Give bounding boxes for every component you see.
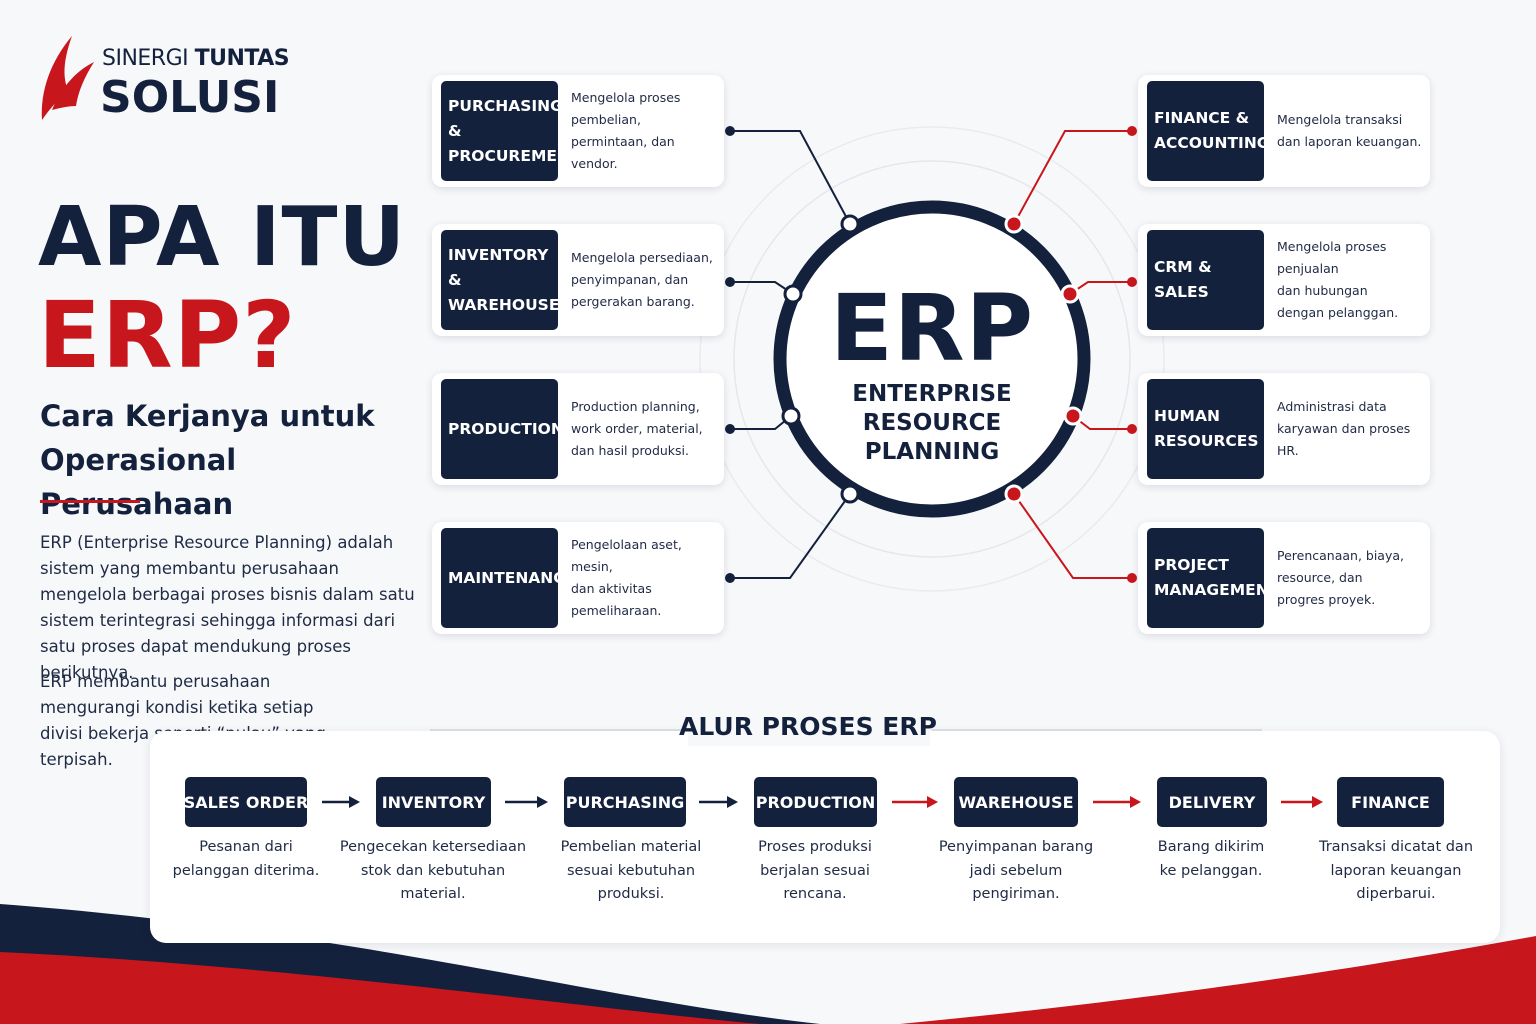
flow-title-background [688, 714, 930, 746]
connector-production-node [781, 406, 801, 426]
module-human-resources[interactable]: HUMAN RESOURCES Administrasi data karyaw… [1138, 373, 1430, 485]
flow-title-rule-left [430, 729, 686, 731]
module-name: FINANCE & ACCOUNTING [1154, 109, 1270, 152]
module-production[interactable]: PRODUCTION Production planning, work ord… [432, 373, 724, 485]
step-description: Pembelian material sesuai kebutuhan prod… [560, 839, 702, 902]
module-name: HUMAN RESOURCES [1154, 407, 1259, 450]
module-description: Mengelola proses penjualan dan hubungan … [1277, 239, 1399, 320]
module-project-management[interactable]: PROJECT MANAGEMENT Perencanaan, biaya, r… [1138, 522, 1430, 634]
module-name-tile: PRODUCTION [441, 379, 564, 479]
module-description: Mengelola proses pembelian, permintaan, … [571, 90, 681, 171]
connector-project-node [1004, 484, 1024, 504]
connector-project-start-dot [1127, 573, 1137, 583]
module-name: PROJECT MANAGEMENT [1154, 556, 1280, 599]
module-description: Mengelola persediaan, penyimpanan, dan p… [571, 250, 713, 309]
flow-arrow-head-icon [537, 796, 548, 808]
connector-maintenance-line [730, 493, 851, 579]
module-name-tile: PURCHASING & PROCUREMENT [441, 81, 581, 181]
connector-maintenance-node [840, 484, 860, 504]
connector-maintenance-start-dot [725, 573, 735, 583]
module-description: Administrasi data karyawan dan proses HR… [1277, 399, 1411, 458]
connector-crm-start-dot [1127, 277, 1137, 287]
module-name-tile: CRM & SALES [1147, 230, 1264, 330]
module-name: PRODUCTION [448, 419, 564, 438]
step-warehouse[interactable]: WAREHOUSE [954, 777, 1078, 827]
logo-text-bottom: SOLUSI [100, 72, 280, 123]
step-inventory[interactable]: INVENTORY [376, 777, 491, 827]
flow-title-rule-right [932, 729, 1262, 731]
module-name: CRM & SALES [1154, 258, 1212, 301]
module-name-tile: PROJECT MANAGEMENT [1147, 528, 1279, 628]
module-name: PURCHASING & PROCUREMENT [448, 96, 581, 165]
page-subtitle: Cara Kerjanya untuk Operasional Perusaha… [40, 399, 375, 521]
page-title-line1: APA ITU [38, 190, 407, 285]
step-purchasing[interactable]: PURCHASING [564, 777, 686, 827]
connector-purchasing-start-dot [725, 126, 735, 136]
step-finance[interactable]: FINANCE [1337, 777, 1444, 827]
process-flow-title: ALUR PROSES ERP [679, 712, 937, 741]
step-sales-order[interactable]: SALES ORDER [184, 777, 308, 827]
step-description: Barang dikirim ke pelanggan. [1157, 839, 1265, 879]
flow-arrow-head-icon [727, 796, 738, 808]
logo-text-top: SINERGI TUNTAS [102, 46, 290, 71]
step-description: Penyimpanan barang jadi sebelum pengirim… [938, 839, 1094, 902]
step-delivery[interactable]: DELIVERY [1157, 777, 1267, 827]
company-logo: SINERGI TUNTAS SOLUSI [38, 32, 298, 124]
connector-finance-node [1004, 214, 1024, 234]
module-description: Pengelolaan aset, mesin, dan aktivitas p… [571, 537, 682, 618]
hub-ring [773, 200, 1091, 518]
flow-arrow-head-icon [1130, 796, 1141, 808]
outer-decor-ring [699, 126, 1165, 592]
swoosh-logo-icon [41, 36, 94, 120]
module-name: MAINTENANCE [448, 568, 576, 587]
hub-subtitle: ENTERPRISE RESOURCE PLANNING [852, 381, 1012, 465]
module-inventory-warehouse[interactable]: INVENTORY & WAREHOUSE Mengelola persedia… [432, 224, 724, 336]
module-finance-accounting[interactable]: FINANCE & ACCOUNTING Mengelola transaksi… [1138, 75, 1430, 187]
connector-finance-line [1013, 130, 1132, 225]
module-name: INVENTORY & WAREHOUSE [448, 245, 560, 314]
connector-production-start-dot [725, 424, 735, 434]
intro-paragraph-1: ERP (Enterprise Resource Planning) adala… [40, 533, 415, 682]
middle-decor-ring [733, 160, 1131, 558]
flow-arrow-head-icon [1312, 796, 1323, 808]
module-crm-sales[interactable]: CRM & SALES Mengelola proses penjualan d… [1138, 224, 1430, 336]
module-name-tile: INVENTORY & WAREHOUSE [441, 230, 560, 330]
module-name-tile: FINANCE & ACCOUNTING [1147, 81, 1270, 181]
module-purchasing-procurement[interactable]: PURCHASING & PROCUREMENT Mengelola prose… [432, 75, 724, 187]
process-flow-panel [150, 731, 1500, 943]
step-description: Pesanan dari pelanggan diterima. [172, 839, 320, 879]
module-maintenance[interactable]: MAINTENANCE Pengelolaan aset, mesin, dan… [432, 522, 724, 634]
step-description: Proses produksi berjalan sesuai rencana. [758, 839, 872, 902]
module-name-tile: MAINTENANCE [441, 528, 575, 628]
hub-title: ERP [829, 275, 1035, 382]
step-production[interactable]: PRODUCTION [754, 777, 877, 827]
connector-crm-node [1060, 284, 1080, 304]
module-description: Production planning, work order, materia… [571, 399, 703, 458]
title-divider [40, 500, 140, 503]
connector-inventory-node [783, 284, 803, 304]
module-name-tile: HUMAN RESOURCES [1147, 379, 1264, 479]
flow-arrow-head-icon [927, 796, 938, 808]
module-description: Perencanaan, biaya, resource, dan progre… [1277, 548, 1405, 607]
connector-finance-start-dot [1127, 126, 1137, 136]
step-description: Pengecekan ketersediaan stok dan kebutuh… [339, 839, 527, 902]
connector-project-line [1013, 493, 1132, 579]
connector-inventory-start-dot [725, 277, 735, 287]
connector-purchasing-line [730, 130, 851, 225]
connector-hr-node [1063, 406, 1083, 426]
step-description: Transaksi dicatat dan laporan keuangan d… [1318, 839, 1474, 902]
page-title-line2: ERP? [38, 282, 297, 389]
flow-arrow-head-icon [349, 796, 360, 808]
connector-hr-start-dot [1127, 424, 1137, 434]
module-description: Mengelola transaksi dan laporan keuangan… [1277, 112, 1422, 149]
module-connectors [725, 126, 1137, 583]
connector-purchasing-node [840, 214, 860, 234]
